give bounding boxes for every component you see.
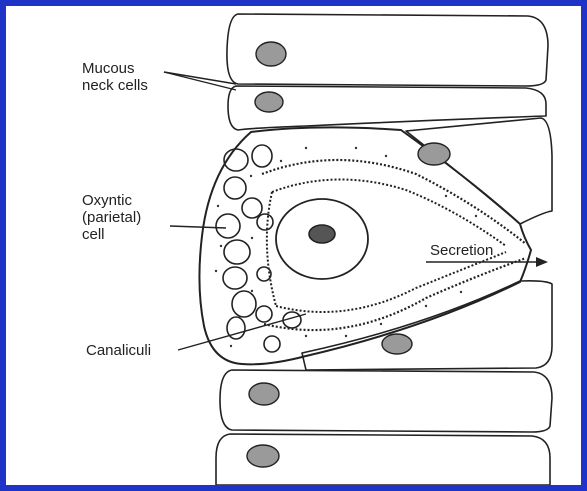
nucleus-neighbor-upper	[418, 143, 450, 165]
nucleus-mucous-1	[256, 42, 286, 66]
leader-mucous-1	[164, 72, 236, 84]
label-secretion: Secretion	[430, 242, 493, 259]
label-oxyntic-cell: Oxyntic (parietal) cell	[82, 192, 141, 243]
canaliculus-upper-inner	[272, 179, 506, 246]
neighbor-cell-upper	[406, 118, 552, 224]
leader-oxyntic	[170, 226, 226, 228]
neighbor-cell-lower	[302, 281, 552, 370]
nucleus-columnar-1	[249, 383, 279, 405]
canaliculus-lower	[264, 258, 526, 330]
oxyntic-nucleolus	[309, 225, 335, 243]
label-mucous-neck-cells: Mucous neck cells	[82, 60, 148, 94]
canaliculus-upper	[262, 160, 526, 244]
nucleus-mucous-2	[255, 92, 283, 112]
canaliculus-left	[267, 192, 276, 306]
nucleus-columnar-2	[247, 445, 279, 467]
nucleus-neighbor-lower	[382, 334, 412, 354]
leader-mucous-2	[164, 72, 236, 90]
label-canaliculi: Canaliculi	[86, 342, 151, 359]
